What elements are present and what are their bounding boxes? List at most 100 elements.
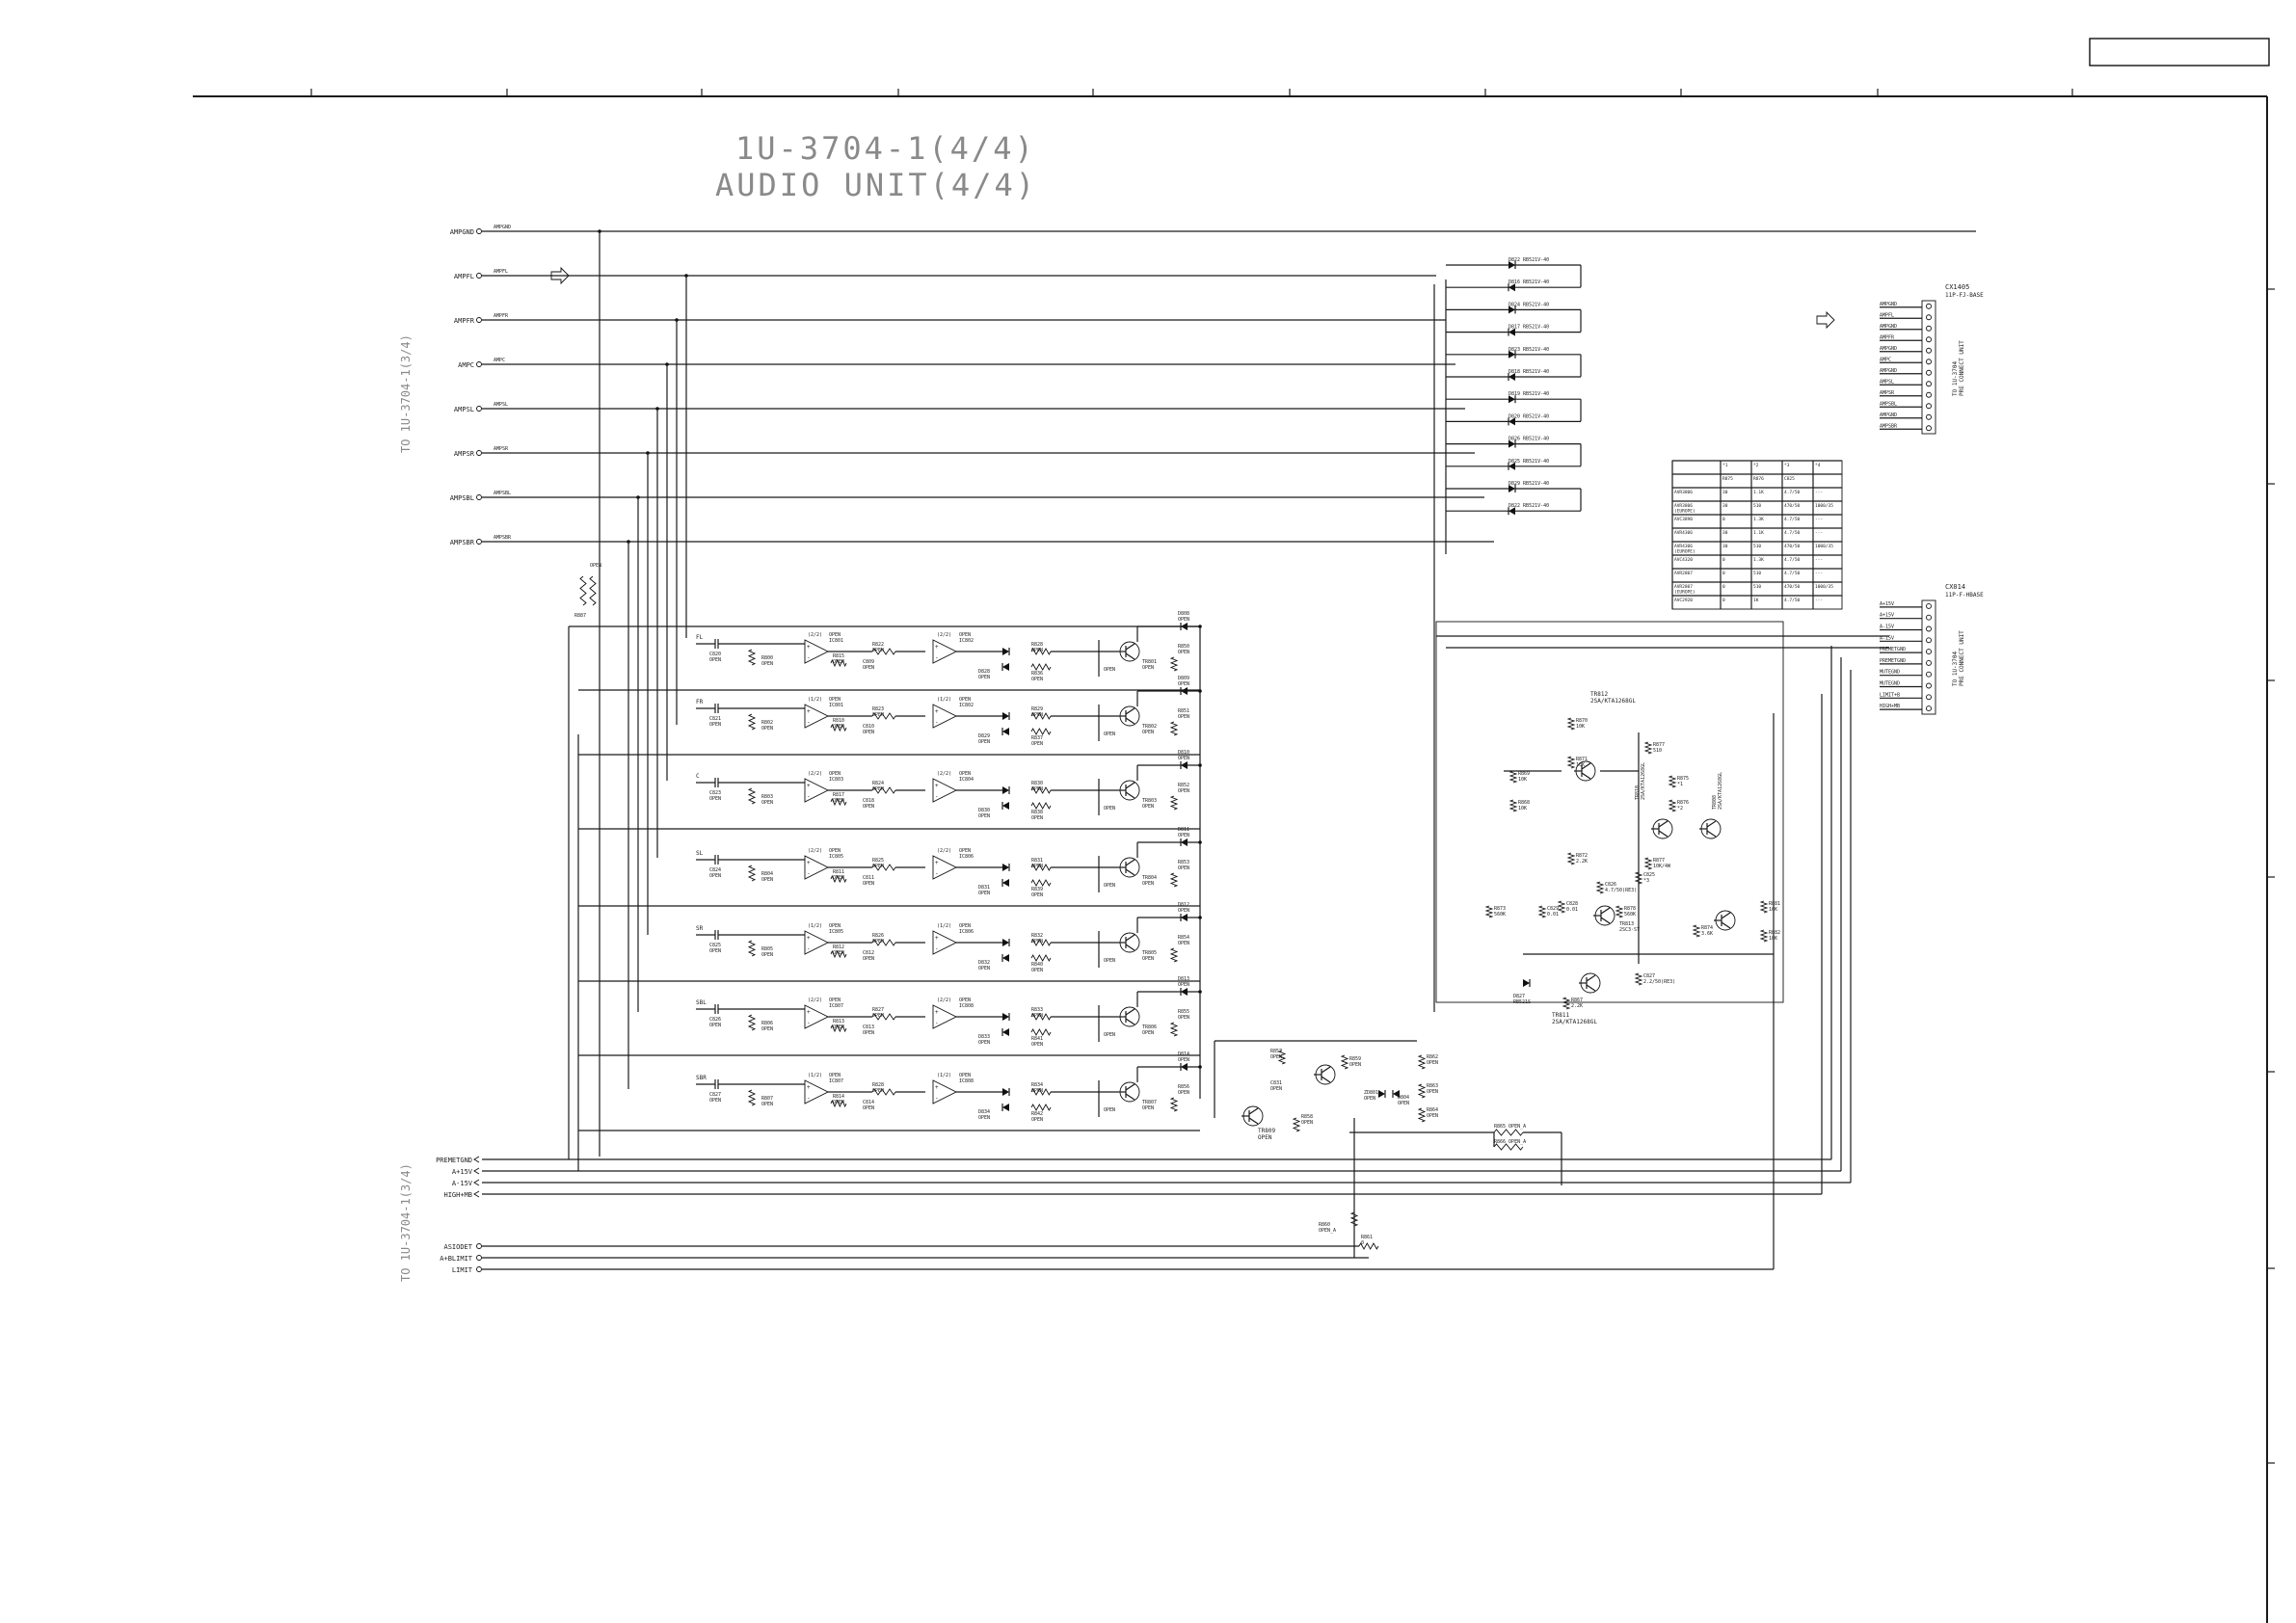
transistor-tr803 (1118, 780, 1140, 801)
sheet-frame (193, 38, 2275, 1623)
transistor-tr802 (1118, 705, 1140, 727)
diode-body (1002, 954, 1009, 962)
diode-d827 (1523, 979, 1531, 987)
table-cell: 510 (1753, 584, 1761, 590)
bottom-input-a+blimit: A+BLIMIT (440, 1255, 473, 1263)
pin-label-5: AMPC (1880, 357, 1891, 362)
diode-d833b (1001, 1028, 1009, 1036)
diode-d828 (1002, 648, 1010, 655)
res-r802 (747, 713, 757, 731)
res-r831 (1030, 864, 1052, 871)
junction (1198, 625, 1202, 628)
input-label-ampsr: AMPSR (454, 450, 475, 458)
res-r833 (1030, 1013, 1052, 1021)
junction (1198, 689, 1202, 693)
bus-tag-ampgnd: AMPGND (494, 225, 511, 230)
bus-tag-ampfr: AMPFR (494, 313, 509, 319)
channel-in-label: C (696, 773, 700, 780)
res-r832 (1030, 939, 1052, 946)
diode-d831 (1002, 864, 1010, 871)
bottom-input-high+mb: HIGH+MB (443, 1191, 472, 1199)
diode-label-d824: D824 RB521V-40 (1508, 302, 1549, 307)
diode-body (1002, 648, 1009, 655)
bottom-input-a-15v: A-15V (452, 1180, 473, 1187)
table-cell: --- (1815, 491, 1823, 495)
opamp-ic801: +- (804, 639, 830, 664)
diode-body (1002, 1088, 1009, 1096)
title-box (2089, 38, 2270, 67)
opamp-body (804, 1004, 830, 1029)
diode-body (1002, 802, 1009, 810)
input-terminal-ampc (476, 361, 482, 367)
r865-label: R865 OPEN_A (1494, 1124, 1526, 1130)
diode-d829 (1002, 712, 1010, 720)
pin-2 (1926, 325, 1932, 332)
diode-d829b (1001, 728, 1009, 735)
opamp-minus: - (935, 945, 939, 952)
diode-body (1002, 1028, 1009, 1036)
res-r855 (1169, 1022, 1179, 1037)
res-r800 (747, 649, 757, 666)
diode-body (1508, 485, 1515, 492)
table-cell: 30 (1722, 544, 1728, 549)
transistor-emitter (1600, 917, 1611, 924)
diode-body (1002, 728, 1009, 735)
diode-label-d818: D818 RB521V-40 (1508, 369, 1549, 375)
res-r859 (1340, 1054, 1349, 1070)
opamp-body (932, 1004, 958, 1029)
opamp-ic806: +- (932, 930, 958, 955)
transistor-collector (1581, 762, 1591, 770)
transistor-tr807 (1118, 1081, 1140, 1103)
pin-label-7: AMPSL (1880, 379, 1894, 385)
transistor-tr806 (1118, 1006, 1140, 1027)
transistor-collector (1248, 1107, 1259, 1115)
opamp-plus: + (935, 1009, 939, 1016)
pin-label-3: A-15V (1880, 635, 1894, 641)
transistor-emitter (1125, 652, 1135, 660)
res-r803 (747, 787, 757, 805)
opamp-minus: - (935, 719, 939, 726)
diode-d832b (1001, 954, 1009, 962)
table-cell: 4.7/50 (1784, 571, 1801, 576)
part-r882 (1759, 929, 1769, 943)
input-terminal-ampsl (476, 406, 482, 412)
diode-body (1508, 373, 1515, 381)
ic-unit: (1/2) (937, 697, 951, 703)
res-r863 (1417, 1083, 1427, 1099)
opamp-minus: - (807, 793, 811, 800)
table-cell: 4.7/50 (1784, 517, 1801, 522)
res-r838 (1030, 802, 1052, 810)
diode-d829 (1508, 485, 1516, 492)
table-cell: 1.3K (1753, 557, 1764, 563)
diode-label-d826: D826 RB521V-40 (1508, 437, 1549, 442)
transistor-collector (1125, 934, 1135, 942)
side-label-top: TO 1U-3704-1(3/4) (399, 334, 413, 453)
table-cell: 510 (1753, 544, 1761, 549)
transistor-tr801 (1118, 641, 1140, 662)
connector-cx014: CX01411P-F-HBASEA+15VA+15VA-15VA-15VPREM… (1880, 583, 1984, 715)
part-r875 (1668, 775, 1677, 788)
pin-2 (1926, 625, 1932, 632)
res-r866 (1493, 1143, 1524, 1151)
res-r810 (830, 723, 847, 732)
input-label-ampsbl: AMPSBL (450, 494, 474, 502)
part-c827 (1634, 972, 1643, 986)
bottom-terminal (476, 1255, 482, 1261)
res-r852 (1169, 795, 1179, 811)
